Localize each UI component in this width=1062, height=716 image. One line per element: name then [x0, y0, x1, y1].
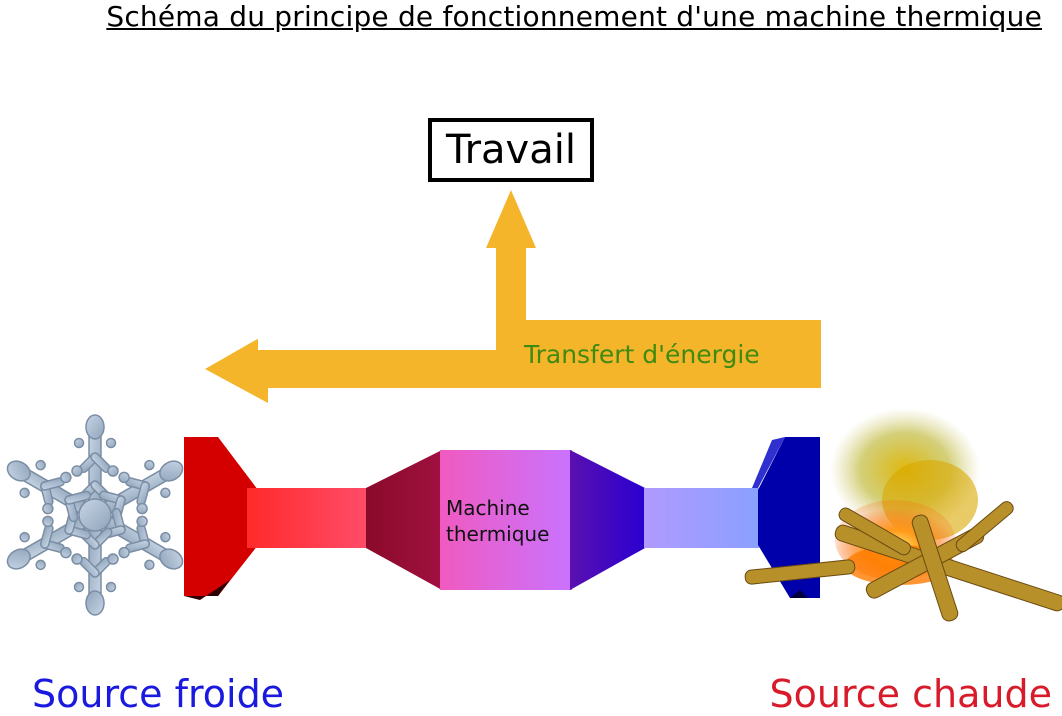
hot-tube: [644, 488, 759, 548]
machine-label: Machine thermique: [446, 495, 549, 547]
cold-end-cap: [184, 437, 258, 596]
work-arrow: [486, 190, 536, 354]
energy-arrow: [205, 320, 821, 403]
hot-end-cap: [758, 437, 820, 598]
cold-tube: [247, 488, 369, 548]
work-label: Travail: [446, 127, 576, 173]
diagram-title: Schéma du principe de fonctionnement d'u…: [106, 0, 1042, 33]
campfire-icon: [744, 408, 1062, 622]
energy-transfer-label: Transfert d'énergie: [524, 340, 760, 369]
machine-body: [184, 437, 820, 600]
machine-label-line1: Machine: [446, 496, 530, 520]
cold-cone: [366, 450, 442, 590]
machine-label-line2: thermique: [446, 522, 550, 546]
machine-core: [440, 450, 572, 590]
snowflake-icon: [0, 414, 194, 616]
hot-source-label: Source chaude: [769, 672, 1052, 716]
hot-cone: [570, 450, 645, 590]
work-box: Travail: [428, 118, 594, 182]
cold-source-label: Source froide: [32, 672, 285, 716]
